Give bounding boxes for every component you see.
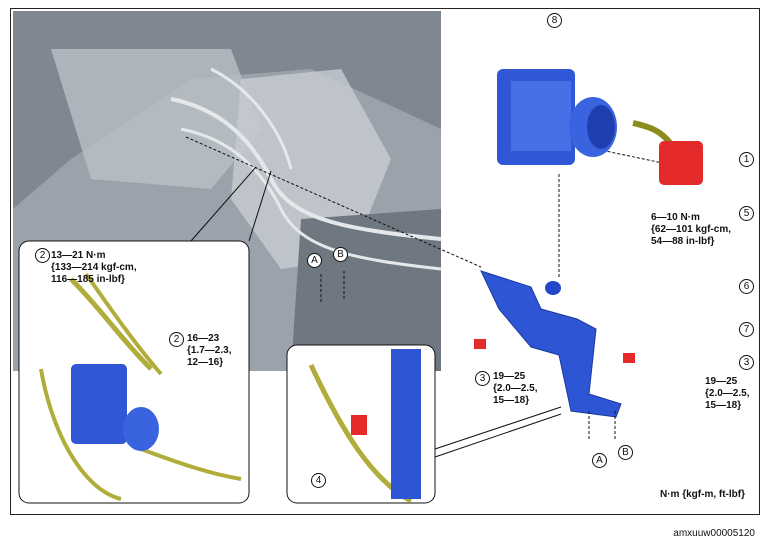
torque-5: 6—10 N·m {62—101 kgf-cm, 54—88 in-lbf} xyxy=(651,212,732,247)
diagram-frame: 8 1 5 6 7 3 3 2 2 4 A B A B 6—10 N·m {62… xyxy=(10,8,760,515)
torque-2-upper: 13—21 N·m {133—214 kgf-cm, 116—185 in-lb… xyxy=(51,250,137,285)
callout-2-lower: 2 xyxy=(169,332,184,347)
callout-2-upper: 2 xyxy=(35,248,50,263)
connector xyxy=(659,141,703,185)
callout-b-photo: B xyxy=(333,247,348,262)
bolt-right xyxy=(623,353,635,363)
callout-4: 4 xyxy=(311,473,326,488)
callout-b-bracket: B xyxy=(618,445,633,460)
insulator xyxy=(545,281,561,295)
torque-3-right: 19—25 {2.0—2.5, 15—18} xyxy=(705,376,750,411)
callout-5: 5 xyxy=(739,206,754,221)
callout-a-bracket: A xyxy=(592,453,607,468)
document-id: amxuuw00005120 xyxy=(673,528,755,539)
callout-a-photo: A xyxy=(307,253,322,268)
diagram-art xyxy=(13,11,703,504)
torque-3-left: 19—25 {2.0—2.5, 15—18} xyxy=(493,371,538,406)
callout-3-right: 3 xyxy=(739,355,754,370)
callout-8: 8 xyxy=(547,13,562,28)
unit-note: N·m {kgf-m, ft-lbf} xyxy=(660,489,745,500)
callout-6: 6 xyxy=(739,279,754,294)
callout-1: 1 xyxy=(739,152,754,167)
bracket xyxy=(480,270,622,418)
bolt-left xyxy=(474,339,486,349)
callout-7: 7 xyxy=(739,322,754,337)
callout-3-left: 3 xyxy=(475,371,490,386)
torque-2-lower: 16—23 {1.7—2.3, 12—16} xyxy=(187,333,232,368)
abs-hydraulic-unit xyxy=(497,69,617,165)
